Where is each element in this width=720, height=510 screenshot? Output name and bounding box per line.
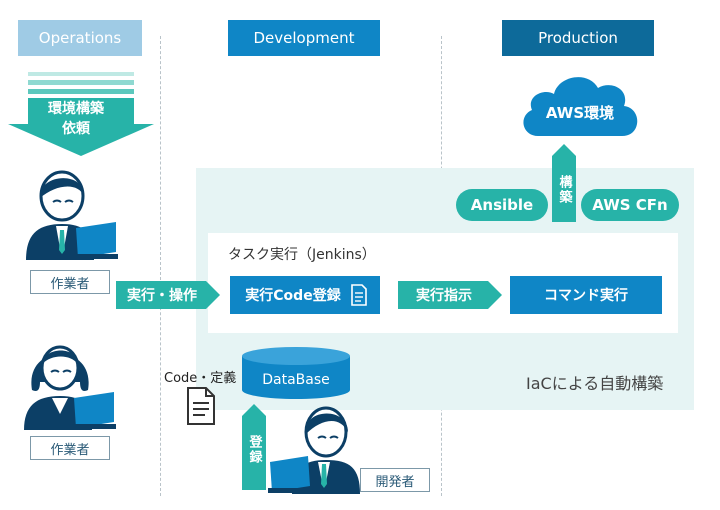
register-arrow-icon [242, 404, 266, 490]
header-operations: Operations [18, 20, 142, 56]
run-operate-arrow-icon [116, 281, 220, 309]
code-def-label: Code・定義 [164, 371, 237, 386]
exec-code-register-box [230, 276, 380, 314]
header-production: Production [502, 20, 654, 56]
aws-cfn-pill: AWS CFn [581, 189, 679, 221]
request-line1: 環境構築 [48, 101, 104, 117]
iac-label: IaCによる自動構築 [526, 374, 664, 393]
exec-instruction-arrow-icon [398, 281, 502, 309]
code-document-icon [187, 387, 215, 425]
ansible-pill: Ansible [456, 189, 548, 221]
request-line2: 依頼 [62, 121, 90, 137]
female-worker-icon [24, 345, 116, 430]
exec-instruction-label: 実行指示 [416, 288, 472, 304]
header-development: Development [228, 20, 380, 56]
aws-env-label: AWS環境 [545, 103, 615, 122]
developer-label: 開発者 [360, 468, 430, 492]
request-arrow-icon [8, 72, 154, 156]
build-arrow-icon [552, 144, 576, 222]
exec-code-register-label: 実行Code登録 [245, 288, 341, 304]
register-label: 登録 [246, 435, 262, 465]
run-operate-label: 実行・操作 [127, 288, 197, 304]
worker-label-1: 作業者 [30, 270, 110, 294]
worker-label-2: 作業者 [30, 436, 110, 460]
database-icon [242, 347, 350, 399]
command-exec-box: コマンド実行 [510, 276, 662, 314]
developer-icon [268, 406, 360, 494]
database-label: DataBase [262, 372, 330, 388]
male-worker-icon [26, 170, 118, 260]
build-label: 構築 [556, 175, 572, 205]
divider-left [160, 36, 161, 496]
task-title: タスク実行（Jenkins） [228, 247, 376, 263]
request-label: 環境構築 依頼 [36, 99, 116, 139]
cloud-icon [523, 77, 638, 136]
document-icon [351, 284, 367, 306]
